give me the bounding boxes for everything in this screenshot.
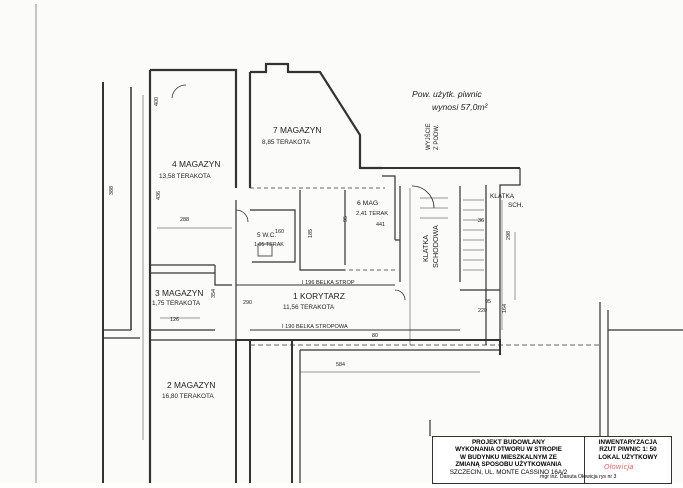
usable-area-line-2: wynosi 57,0m² bbox=[432, 102, 489, 112]
signature: Ołowicja bbox=[604, 463, 634, 471]
room-7-label: 7 MAGAZYN bbox=[273, 125, 321, 135]
room-6-label: 6 MAG bbox=[357, 200, 378, 207]
dimension-label: 95 bbox=[485, 299, 491, 305]
room-5-meta: 1,05 TERAK bbox=[254, 242, 284, 248]
stair-label-1: KLATKA bbox=[421, 235, 430, 262]
dimension-label: 354 bbox=[211, 289, 217, 298]
room-7-meta: 8,85 TERAKOTA bbox=[262, 139, 311, 146]
project-line-1: PROJEKT BUDOWLANY bbox=[471, 439, 546, 446]
sheet-line-1: INWENTARYZACJA bbox=[598, 439, 658, 446]
dimension-label: 95 bbox=[343, 216, 349, 222]
room-1-label: 1 KORYTARZ bbox=[293, 291, 345, 301]
room-6-meta: 2,41 TERAK bbox=[356, 211, 388, 217]
dimension-label: 584 bbox=[336, 362, 345, 368]
stair-label-2: SCHODOWA bbox=[431, 225, 440, 268]
project-line-3: W BUDYNKU MIESZKALNYM ZE bbox=[460, 453, 557, 461]
stair-label-4: SCH. bbox=[508, 202, 523, 209]
usable-area-line-1: Pow. użytk. piwnic bbox=[412, 89, 482, 99]
room-2-meta: 16,80 TERAKOTA bbox=[162, 393, 214, 400]
project-line-2: WYKONANIA OTWORU W STROPIE bbox=[455, 446, 562, 454]
dimension-label: 185 bbox=[308, 229, 314, 238]
room-5-label: 5 W.C. bbox=[257, 232, 276, 239]
dimension-label: 400 bbox=[154, 97, 160, 106]
dimension-label: 36 bbox=[478, 218, 484, 224]
room-4-label: 4 MAGAZYN bbox=[172, 159, 220, 169]
stair-label-3: KLATKA bbox=[490, 193, 515, 200]
project-line-4: ZMIANĄ SPOSOBU UŻYTKOWANIA bbox=[455, 461, 562, 469]
title-block-footer: mgr inż. Danuta Ołowicja rys nr 3 bbox=[540, 474, 617, 480]
beam-label-2: I 190 BELKA STROPOWA bbox=[282, 324, 348, 330]
project-address: SZCZECIN, UL. MONTE CASSINO 16A/2 bbox=[449, 468, 568, 476]
dimension-label: 436 bbox=[156, 191, 162, 200]
room-3-meta: 1,75 TERAKOTA bbox=[152, 300, 201, 307]
dimension-label: 441 bbox=[376, 222, 385, 228]
dimension-labels: 388 288 436 400 126 354 584 80 95 220 164 36 298 441 9… bbox=[109, 97, 512, 368]
title-block-sheet: INWENTARYZACJA RZUT PIWNIC 1: 50 LOKAL U… bbox=[585, 437, 671, 483]
dimension-label: 80 bbox=[372, 333, 378, 339]
dimension-label: 290 bbox=[243, 300, 252, 306]
title-block-project: PROJEKT BUDOWLANY WYKONANIA OTWORU W STR… bbox=[433, 437, 585, 483]
sheet-line-2: RZUT PIWNIC 1: 50 bbox=[599, 446, 657, 454]
dimension-label: 288 bbox=[180, 217, 189, 223]
dimension-label: 164 bbox=[502, 304, 508, 313]
room-1-meta: 11,56 TERAKOTA bbox=[283, 304, 335, 311]
dimension-label: 298 bbox=[506, 231, 512, 240]
beam-label-1: I 196 BELKA STROP bbox=[302, 280, 355, 286]
exit-label-1: WYJŚCIE bbox=[424, 123, 432, 150]
room-3-label: 3 MAGAZYN bbox=[155, 288, 203, 298]
dimension-label: 388 bbox=[109, 186, 115, 195]
room-2-label: 2 MAGAZYN bbox=[167, 380, 215, 390]
room-4-meta: 13,58 TERAKOTA bbox=[159, 173, 211, 180]
dimension-label: 126 bbox=[170, 317, 179, 323]
exit-label-2: Z PODW. bbox=[434, 124, 440, 150]
dimension-label: 220 bbox=[478, 308, 487, 314]
sheet-line-3: LOKAL UŻYTKOWY bbox=[598, 453, 658, 461]
dimension-label: 160 bbox=[275, 229, 284, 235]
